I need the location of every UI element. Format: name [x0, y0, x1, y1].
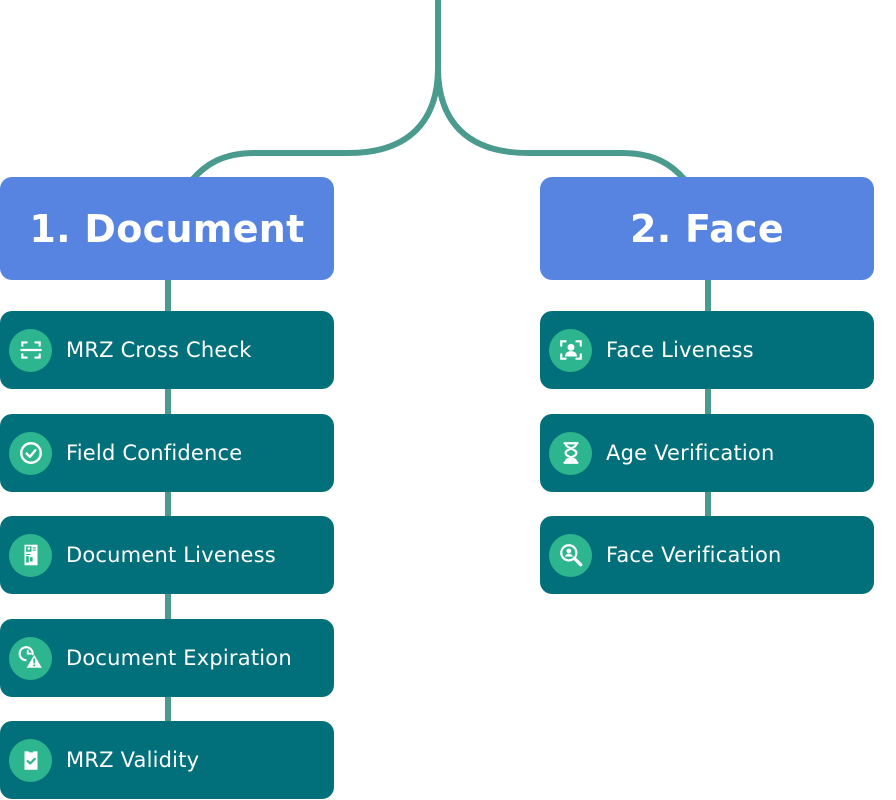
list-item: Age Verification: [540, 414, 874, 492]
list-item: Document Liveness: [0, 516, 334, 594]
list-item: Field Confidence: [0, 414, 334, 492]
clock-warning-icon: [9, 636, 52, 680]
person-search-icon: [549, 533, 592, 577]
clipboard-check-icon: [9, 738, 52, 782]
list-item: Document Expiration: [0, 619, 334, 697]
hourglass-icon: [549, 431, 592, 475]
item-label: Document Expiration: [66, 646, 292, 670]
item-label: Field Confidence: [66, 441, 243, 465]
item-label: Document Liveness: [66, 543, 276, 567]
branch-title-face: 2. Face: [630, 206, 784, 251]
face-scan-icon: [549, 328, 592, 372]
list-item: Face Liveness: [540, 311, 874, 389]
item-label: Age Verification: [606, 441, 775, 465]
list-item: MRZ Validity: [0, 721, 334, 799]
item-label: Face Liveness: [606, 338, 754, 362]
id-document-icon: [9, 533, 52, 577]
item-label: MRZ Cross Check: [66, 338, 252, 362]
branch-header-document: 1. Document: [0, 177, 334, 280]
scan-icon: [9, 328, 52, 372]
item-label: Face Verification: [606, 543, 782, 567]
check-circle-icon: [9, 431, 52, 475]
list-item: MRZ Cross Check: [0, 311, 334, 389]
branch-header-face: 2. Face: [540, 177, 874, 280]
branch-title-document: 1. Document: [29, 206, 305, 251]
branch-line-document: [189, 67, 441, 182]
item-label: MRZ Validity: [66, 748, 200, 772]
branch-line-face: [435, 67, 688, 182]
list-item: Face Verification: [540, 516, 874, 594]
